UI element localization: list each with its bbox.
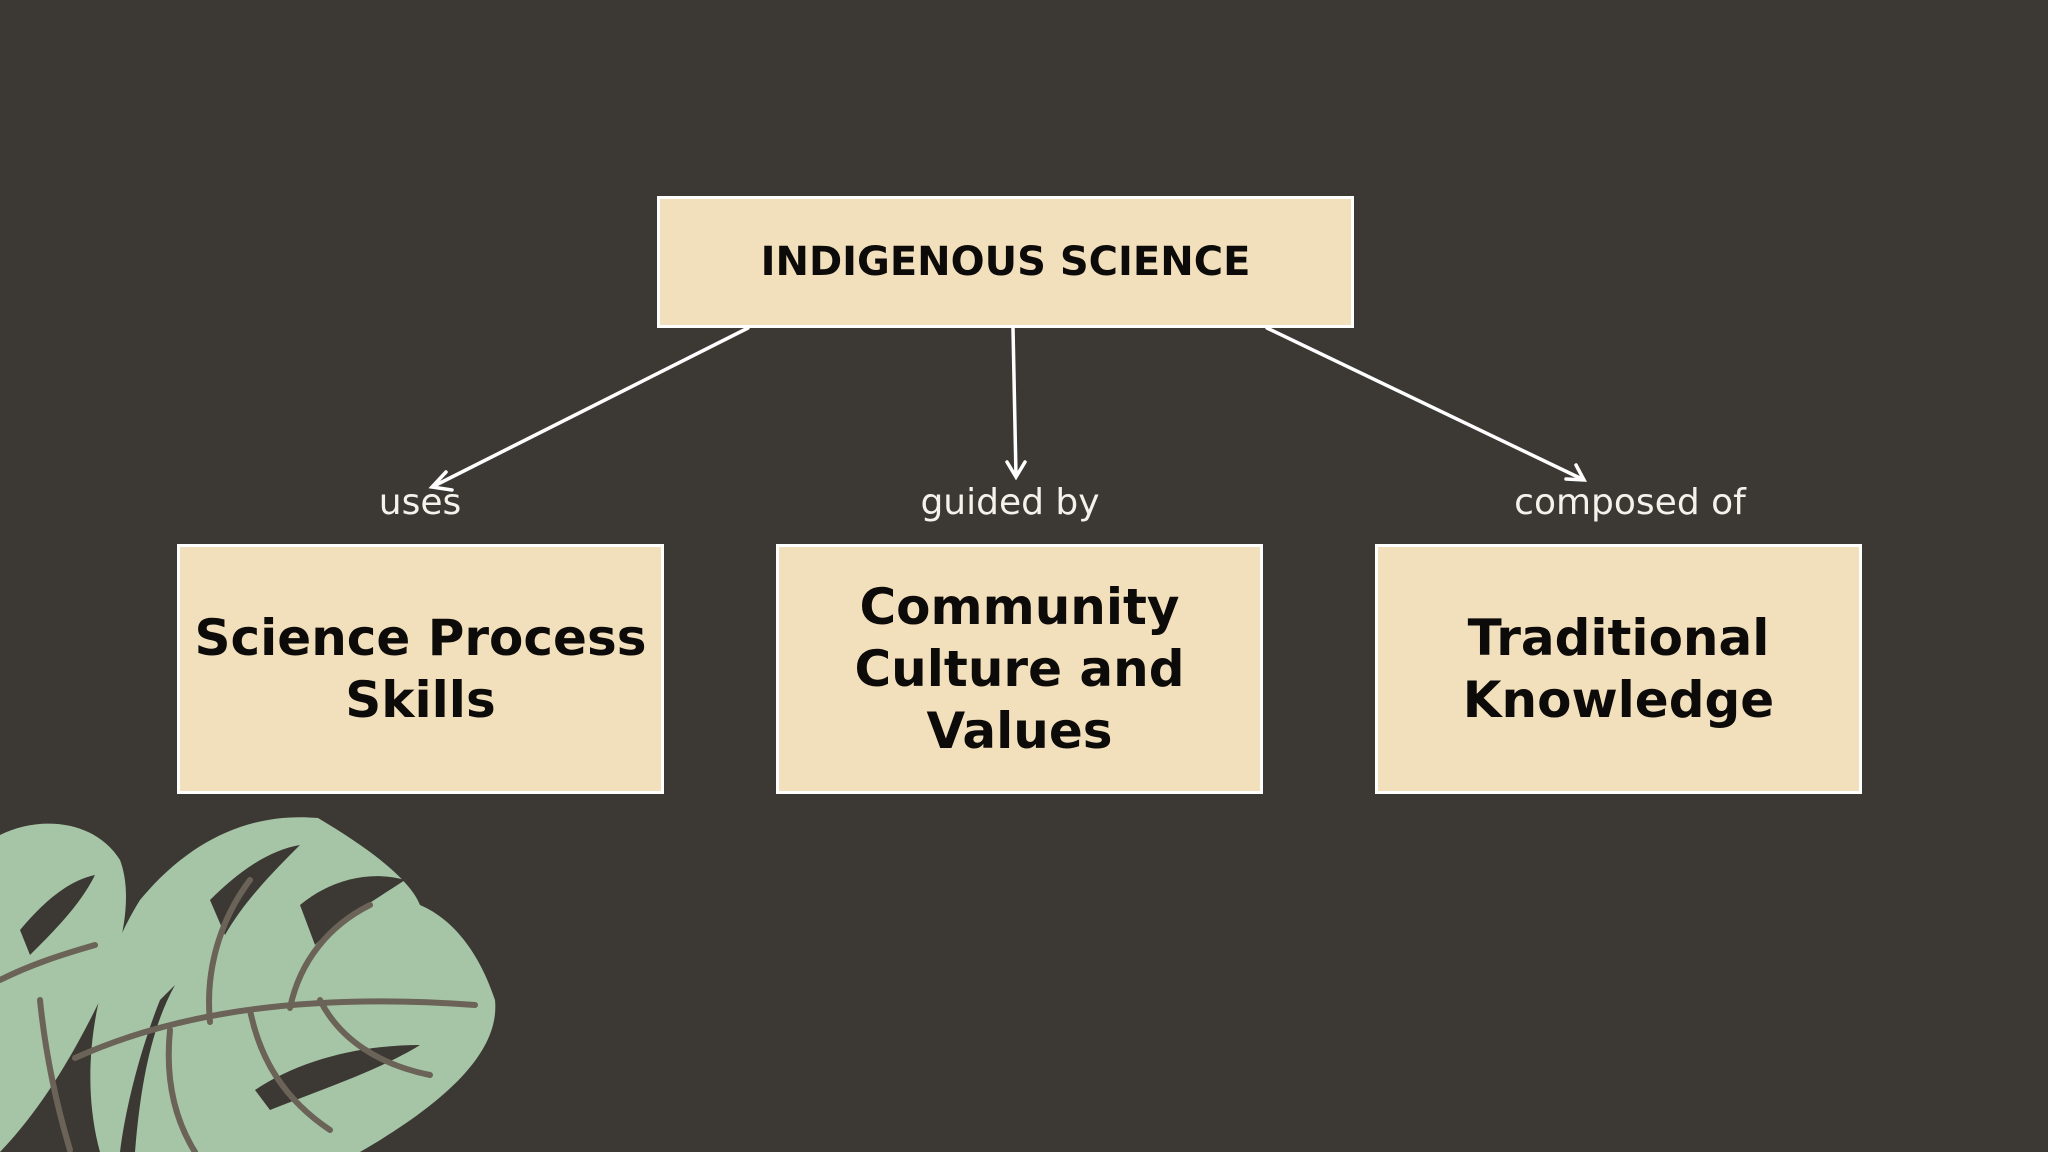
- edge-label-composed-of: composed of: [1430, 478, 1830, 528]
- arrow-uses: [432, 328, 748, 490]
- root-node-label: INDIGENOUS SCIENCE: [761, 239, 1251, 285]
- edge-label-uses: uses: [220, 478, 620, 528]
- arrow-composed-of: [1267, 328, 1584, 480]
- child-node-traditional-knowledge: Traditional Knowledge: [1375, 544, 1862, 794]
- child-node-community-culture-values: Community Culture and Values: [776, 544, 1263, 794]
- child-node-label: Traditional Knowledge: [1463, 607, 1774, 731]
- arrow-guided-by: [1007, 328, 1025, 477]
- edge-label-guided-by: guided by: [810, 478, 1210, 528]
- child-node-label: Science Process Skills: [195, 607, 647, 731]
- root-node-box: INDIGENOUS SCIENCE: [657, 196, 1354, 328]
- child-node-science-process-skills: Science Process Skills: [177, 544, 664, 794]
- child-node-label: Community Culture and Values: [854, 576, 1184, 762]
